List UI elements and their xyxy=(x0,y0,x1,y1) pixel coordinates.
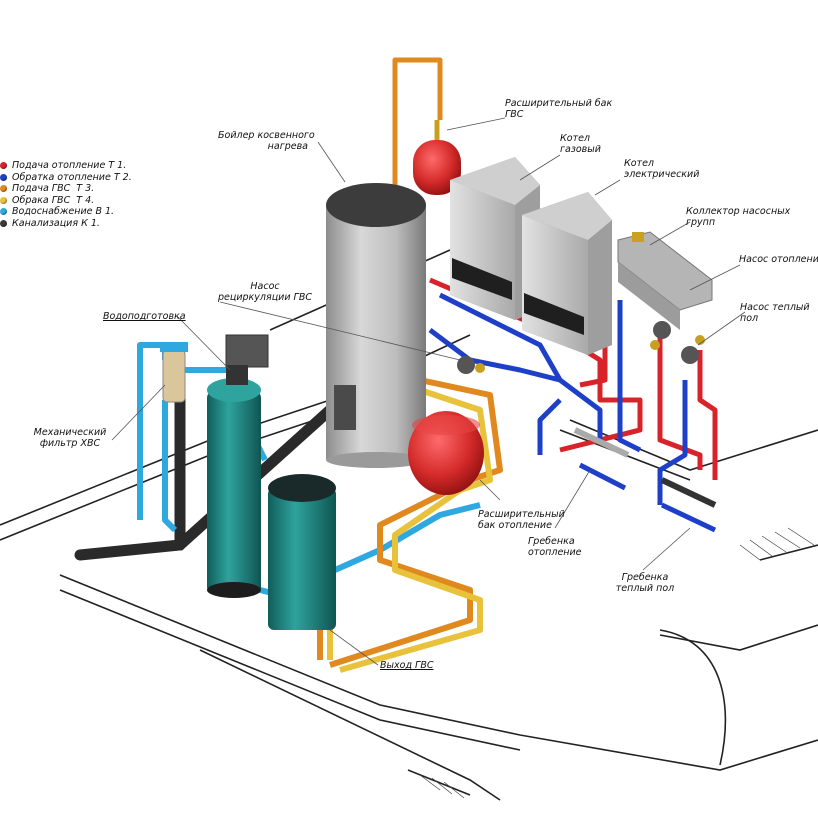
cyan-dot-icon xyxy=(0,208,7,216)
legend-label: Обратка отопление Т 2. xyxy=(12,171,132,183)
label-water-treatment: Водоподготовка xyxy=(103,311,186,322)
recirculation-pump xyxy=(457,356,485,374)
water-treatment-column xyxy=(207,334,269,598)
floor-pump-unit xyxy=(681,335,705,364)
dhw-expansion-tank xyxy=(413,120,461,195)
legend-item: Подача ГВС Т 3. xyxy=(0,183,132,195)
gas-boiler xyxy=(450,157,540,320)
label-pump-collector: Коллектор насосных групп xyxy=(686,206,791,228)
legend-label: Канализация К 1. xyxy=(12,217,100,229)
label-indirect-boiler: Бойлер косвенного нагрева xyxy=(218,130,315,152)
legend-item: Подача отопление Т 1. xyxy=(0,160,132,172)
legend-label: Подача ГВС Т 3. xyxy=(12,183,95,195)
legend-label: Водоснабжение В 1. xyxy=(12,206,115,218)
red-dot-icon xyxy=(0,162,7,170)
label-mechanical-filter: Механический фильтр ХВС xyxy=(33,427,107,449)
label-heating-manifold: Гребенка отопление xyxy=(528,536,582,558)
brine-tank xyxy=(268,474,336,630)
label-floor-pump: Насос теплый пол xyxy=(740,302,810,324)
label-dhw-outlet: Выход ГВС xyxy=(380,660,434,671)
legend-item: Обрака ГВС Т 4. xyxy=(0,195,132,207)
label-recirculation-pump: Насос рециркуляции ГВС xyxy=(218,281,312,303)
leader-lines xyxy=(111,117,746,666)
blue-dot-icon xyxy=(0,173,7,181)
legend-label: Подача отопление Т 1. xyxy=(12,160,127,172)
pump-collector xyxy=(617,231,713,330)
electric-boiler xyxy=(522,192,612,355)
yellow-dot-icon xyxy=(0,196,7,204)
legend-item: Водоснабжение В 1. xyxy=(0,206,132,218)
legend-item: Канализация К 1. xyxy=(0,218,132,230)
indirect-boiler xyxy=(326,183,426,468)
floor-manifold-unit xyxy=(660,477,717,533)
heating-pump-unit xyxy=(650,321,671,350)
heating-manifold-unit xyxy=(573,427,630,491)
heating-expansion-tank xyxy=(408,411,484,495)
label-dhw-expansion-tank: Расширительный бак ГВС xyxy=(505,98,613,120)
label-floor-manifold: Гребенка теплый пол xyxy=(615,572,675,594)
legend-label: Обрака ГВС Т 4. xyxy=(12,194,95,206)
floor-hatch xyxy=(419,527,815,799)
legend: Подача отопление Т 1.Обратка отопление Т… xyxy=(0,160,132,229)
mechanical-filter xyxy=(160,342,188,403)
label-heating-expansion-tank: Расширительный бак отопление xyxy=(478,509,565,531)
label-heating-pump: Насос отопление xyxy=(739,254,818,265)
label-electric-boiler: Котел электрический xyxy=(624,158,700,180)
orange-dot-icon xyxy=(0,185,7,193)
label-gas-boiler: Котел газовый xyxy=(560,133,601,155)
legend-item: Обратка отопление Т 2. xyxy=(0,172,132,184)
heating-pipes xyxy=(428,240,718,505)
black-dot-icon xyxy=(0,219,7,227)
